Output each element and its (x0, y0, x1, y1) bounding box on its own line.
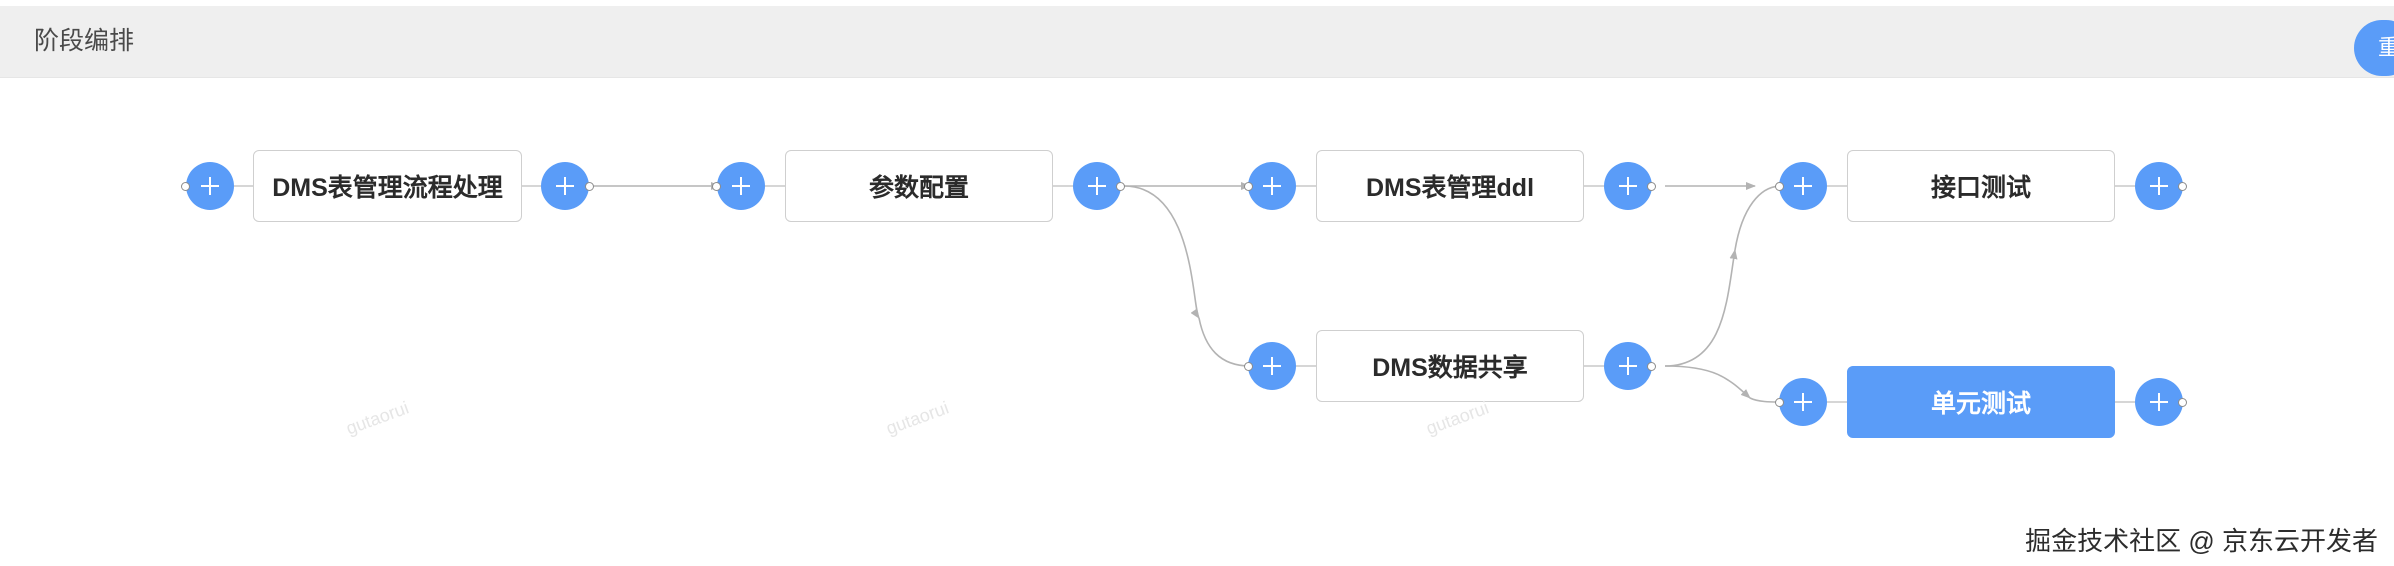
page-title: 阶段编排 (34, 27, 135, 55)
header-bar: 阶段编排 重 (0, 6, 2394, 78)
output-port[interactable] (2178, 398, 2187, 407)
output-port[interactable] (1647, 362, 1656, 371)
pipeline-edges (234, 182, 2135, 403)
add-after-button[interactable] (1073, 162, 1121, 210)
output-port[interactable] (2178, 182, 2187, 191)
source-credit: 掘金技术社区 @ 京东云开发者 (2025, 526, 2378, 556)
stage-label: 单元测试 (1930, 390, 2031, 418)
input-port[interactable] (1244, 182, 1253, 191)
input-port[interactable] (1775, 398, 1784, 407)
add-before-button[interactable] (186, 162, 234, 210)
input-port[interactable] (712, 182, 721, 191)
stage-node[interactable]: DMS表管理流程处理 (253, 150, 522, 222)
add-after-button[interactable] (541, 162, 589, 210)
input-port[interactable] (1775, 182, 1784, 191)
add-before-button[interactable] (717, 162, 765, 210)
add-after-button[interactable] (1604, 162, 1652, 210)
stage-node[interactable]: 接口测试 (1847, 150, 2115, 222)
pipeline-canvas: DMS表管理流程处理 参数配置 DMS表管理ddl 接口测试 DMS数据共享 单… (0, 78, 2394, 566)
stage-label: DMS数据共享 (1372, 354, 1528, 382)
edge-5-4-tail (1734, 185, 1782, 251)
edge-2-5-tail (1198, 317, 1251, 367)
edge-2-5 (1123, 185, 1200, 319)
stage-label: DMS表管理流程处理 (272, 174, 503, 202)
stage-label: 参数配置 (868, 174, 969, 202)
input-port[interactable] (181, 182, 190, 191)
output-port[interactable] (585, 182, 594, 191)
stage-node[interactable]: DMS数据共享 (1316, 330, 1584, 402)
stage-node-active[interactable]: 单元测试 (1847, 366, 2115, 438)
stage-label: 接口测试 (1930, 174, 2031, 202)
add-before-button[interactable] (1248, 162, 1296, 210)
add-before-button[interactable] (1248, 342, 1296, 390)
add-after-button[interactable] (1604, 342, 1652, 390)
output-port[interactable] (1116, 182, 1125, 191)
stage-node[interactable]: DMS表管理ddl (1316, 150, 1584, 222)
add-after-button[interactable] (2135, 162, 2183, 210)
add-after-button[interactable] (2135, 378, 2183, 426)
add-before-button[interactable] (1779, 162, 1827, 210)
edge-5-4 (1664, 249, 1738, 367)
stage-label: DMS表管理ddl (1365, 174, 1535, 202)
header-action-button[interactable]: 重 (2354, 20, 2394, 76)
stage-node[interactable]: 参数配置 (785, 150, 1053, 222)
edge-5-6 (1664, 365, 1751, 399)
output-port[interactable] (1647, 182, 1656, 191)
input-port[interactable] (1244, 362, 1253, 371)
add-before-button[interactable] (1779, 378, 1827, 426)
